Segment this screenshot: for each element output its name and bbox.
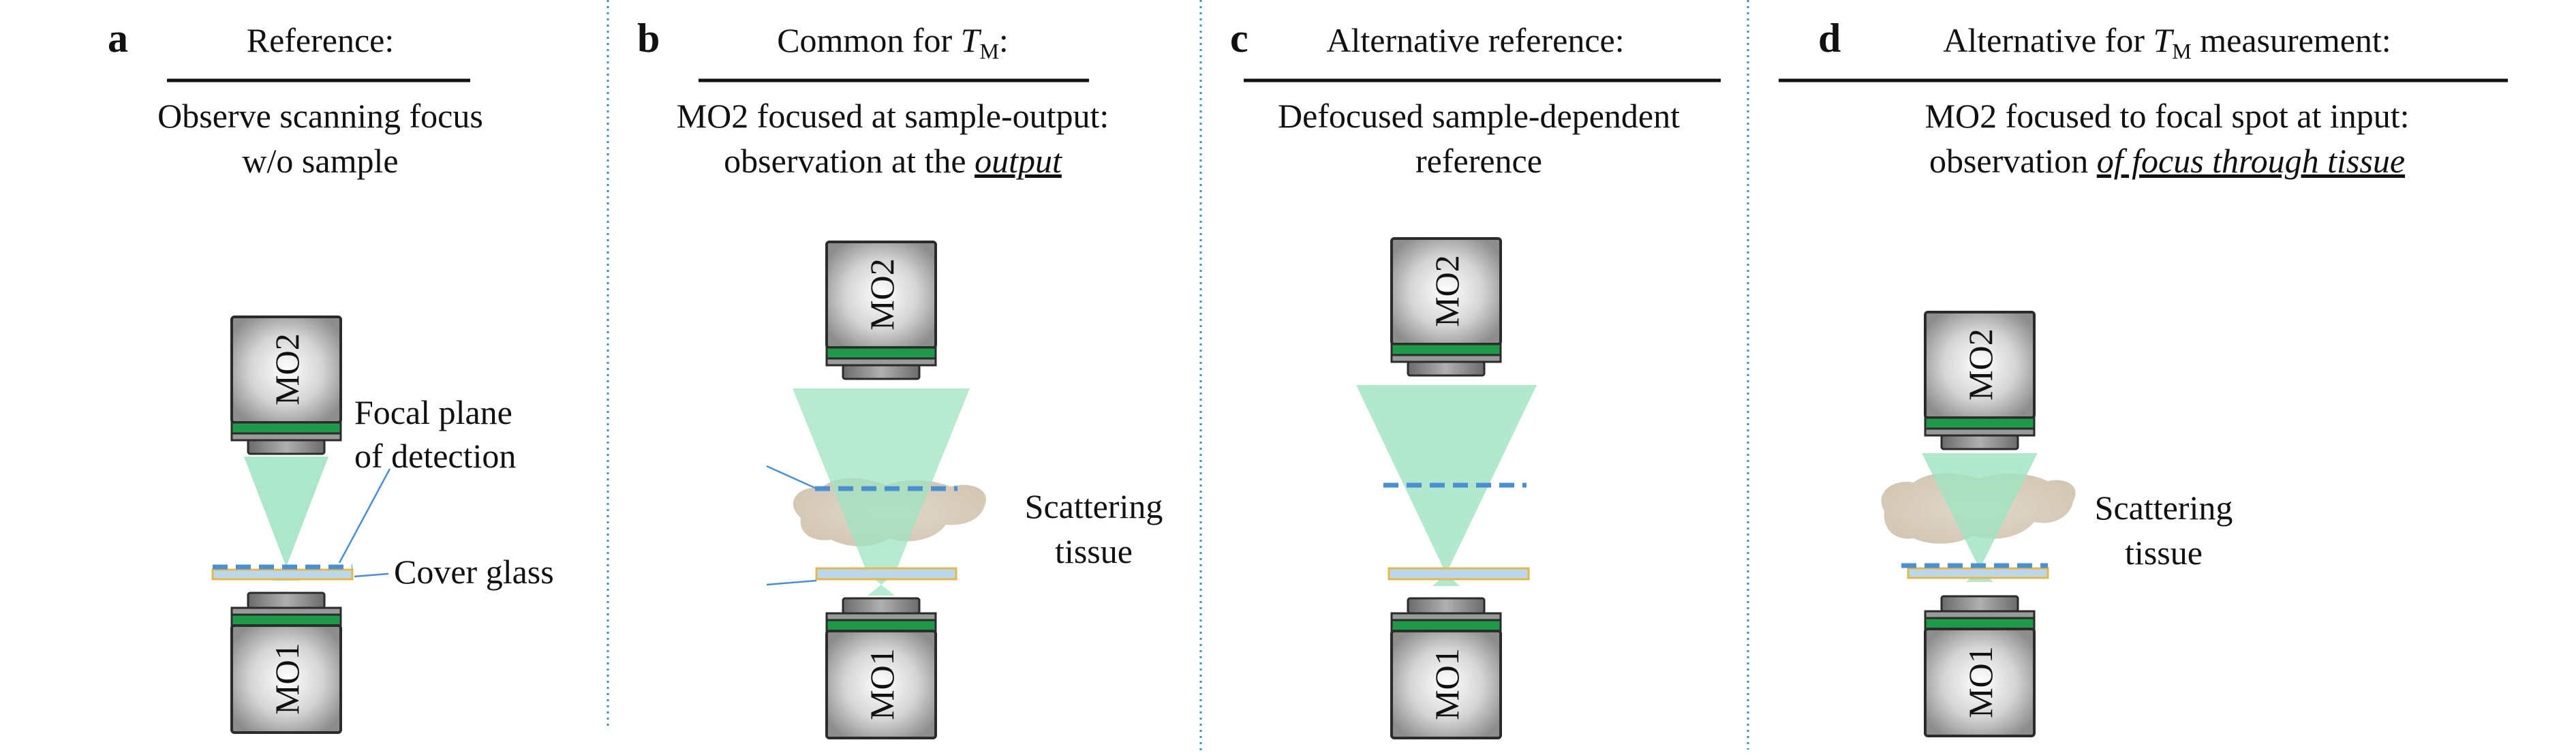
cover-glass xyxy=(1907,567,2049,579)
line2-prefix: observation at the xyxy=(724,142,975,180)
panel-heading: Alternative reference: xyxy=(1326,21,1624,59)
objective-mo2-label: MO2 xyxy=(1428,255,1466,327)
panel-c: c Alternative reference: Defocused sampl… xyxy=(1230,16,1721,739)
objective-mo1-label: MO1 xyxy=(1961,646,1999,718)
description-line-2: observation at the output xyxy=(724,142,1062,180)
description-line-1: MO2 focused to focal spot at input: xyxy=(1925,97,2410,135)
focal-plane-label-1: Focal plane xyxy=(354,393,512,431)
panel-heading: Common for TM: xyxy=(777,21,1009,63)
description-line-1: Observe scanning focus xyxy=(157,97,483,135)
description-line-2: w/o sample xyxy=(242,142,398,180)
panel-heading: Alternative for TM measurement: xyxy=(1943,21,2391,63)
heading-prefix: Common for xyxy=(777,21,960,59)
tissue-label-2: tissue xyxy=(2125,534,2203,572)
heading-symbol: T xyxy=(2153,21,2174,59)
description-line-1: Defocused sample-dependent xyxy=(1278,97,1680,135)
objective-mo2-label: MO2 xyxy=(268,333,306,405)
cover-glass-pointer xyxy=(766,579,817,586)
line2-emphasis: of focus through tissue xyxy=(2097,142,2405,180)
objective-mo1-label: MO1 xyxy=(1428,648,1466,720)
focal-plane-pointer xyxy=(338,468,391,564)
light-cone xyxy=(1356,385,1537,574)
light-cone xyxy=(1922,453,2038,569)
cover-glass-pointer xyxy=(354,572,389,578)
heading-suffix: measurement: xyxy=(2192,21,2391,59)
heading-prefix: Alternative for xyxy=(1943,21,2153,59)
cover-glass-label: Cover glass xyxy=(394,553,554,591)
cover-glass xyxy=(1387,567,1530,581)
light-cone xyxy=(793,388,970,574)
panel-letter: b xyxy=(637,16,660,61)
cover-glass xyxy=(211,568,354,581)
description-line-2: reference xyxy=(1415,142,1542,180)
tissue-label-1: Scattering xyxy=(1025,487,1163,525)
panel-b: b Common for TM: MO2 focused at sample-o… xyxy=(637,16,1163,739)
objective-mo1-label: MO1 xyxy=(863,648,901,720)
panel-letter: c xyxy=(1230,16,1248,61)
heading-suffix: : xyxy=(999,21,1009,59)
panel-a: a Reference: Observe scanning focus w/o … xyxy=(108,16,554,734)
panel-letter: d xyxy=(1818,16,1841,61)
panel-heading: Reference: xyxy=(247,21,395,59)
tissue-label-2: tissue xyxy=(1055,532,1133,570)
focal-plane-pointer xyxy=(766,465,816,489)
objective-mo2-label: MO2 xyxy=(1961,328,1999,401)
heading-subscript: M xyxy=(979,39,998,63)
panel-d: d Alternative for TM measurement: MO2 fo… xyxy=(1779,16,2508,737)
objective-mo1-label: MO1 xyxy=(268,643,306,715)
light-cone xyxy=(244,457,328,567)
line2-prefix: observation xyxy=(1929,142,2097,180)
objective-mo2-label: MO2 xyxy=(863,258,901,331)
heading-subscript: M xyxy=(2172,39,2191,63)
panel-letter: a xyxy=(108,16,128,61)
tissue-label-1: Scattering xyxy=(2095,489,2233,527)
cover-glass xyxy=(815,567,957,581)
line2-emphasis: output xyxy=(975,142,1062,180)
description-line-1: MO2 focused at sample-output: xyxy=(677,97,1109,135)
heading-symbol: T xyxy=(961,21,982,59)
focal-plane-label-2: of detection xyxy=(354,437,516,475)
description-line-2: observation of focus through tissue xyxy=(1929,142,2405,180)
